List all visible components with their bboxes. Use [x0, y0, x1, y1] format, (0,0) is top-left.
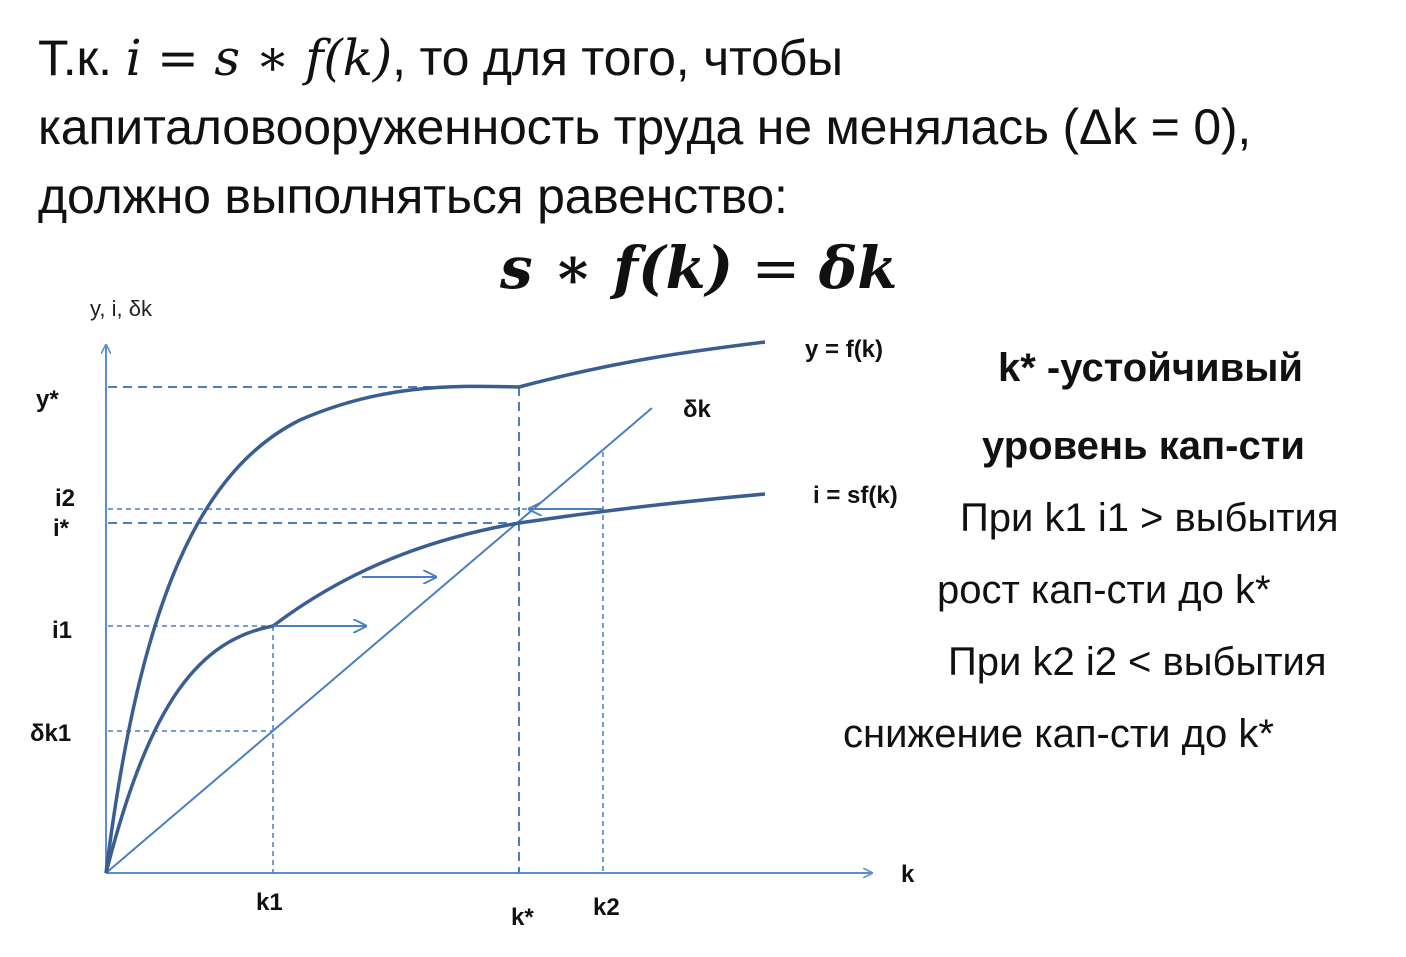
x-tick-k2: k2: [593, 894, 620, 921]
x-tick-k-star: k*: [511, 904, 534, 931]
intro-suffix: , то для того, чтобы: [392, 30, 843, 86]
y-tick-i1: i1: [52, 617, 72, 644]
x-tick-k1: k1: [256, 889, 283, 916]
intro-line-3: должно выполняться равенство:: [38, 168, 788, 224]
depreciation-line: [105, 407, 653, 874]
intro-text: Т.к. i = s ∗ f(k), то для того, чтобы ка…: [38, 24, 1388, 231]
depreciation-line-label: δk: [683, 396, 712, 423]
intro-line-2: капиталовооруженность труда не менялась …: [38, 99, 1252, 155]
y-tick-i2: i2: [55, 485, 75, 512]
equation-rhs: δk: [818, 234, 898, 302]
production-curve-label: y = f(k): [805, 336, 883, 363]
investment-curve-label: i = sf(k): [813, 482, 898, 509]
y-tick-i-star: i*: [53, 515, 70, 542]
equation-equals: =: [733, 234, 819, 302]
intro-formula: i = s ∗ f(k): [125, 29, 393, 87]
y-axis-label: y, i, δk: [90, 296, 153, 321]
intro-line-1: Т.к. i = s ∗ f(k), то для того, чтобы: [38, 24, 1388, 93]
y-tick-dk1: δk1: [30, 720, 71, 747]
equation-lhs: s ∗ f(k): [500, 234, 734, 302]
investment-curve: [104, 492, 766, 874]
x-axis-label: k: [901, 861, 915, 888]
intro-prefix: Т.к.: [38, 30, 126, 86]
production-curve: [104, 340, 766, 874]
equilibrium-equation: s ∗ f(k) = δk: [500, 234, 898, 302]
y-tick-y-star: y*: [36, 386, 59, 413]
